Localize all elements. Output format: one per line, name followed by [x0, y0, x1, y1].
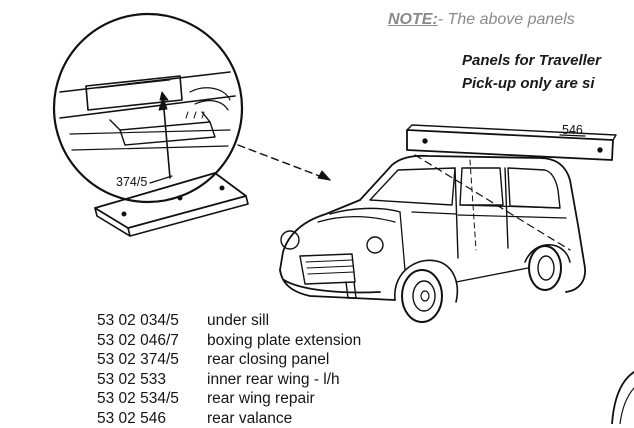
- note-text: NOTE:- The above panels: [388, 11, 575, 29]
- rear-valance-part: [407, 125, 616, 160]
- part-code: 53 02 534/5: [97, 389, 207, 409]
- adjacent-drawing-edge: [612, 372, 634, 424]
- part-description: rear closing panel: [207, 350, 329, 370]
- panels-text-line-2: Pick-up only are si: [462, 75, 595, 92]
- part-code: 53 02 533: [97, 370, 207, 390]
- note-label: NOTE:: [388, 11, 438, 28]
- part-description: inner rear wing - l/h: [207, 370, 340, 390]
- note-body: - The above panels: [438, 11, 575, 28]
- panels-text-line-1: Panels for Traveller: [462, 52, 601, 69]
- part-description: rear wing repair: [207, 389, 315, 409]
- car-illustration: [280, 155, 585, 322]
- inset-leader-line: [238, 145, 330, 180]
- part-code: 53 02 374/5: [97, 350, 207, 370]
- part-description: rear valance: [207, 409, 292, 428]
- part-code: 53 02 034/5: [97, 311, 207, 331]
- part-description: boxing plate extension: [207, 331, 361, 351]
- part-description: under sill: [207, 311, 269, 331]
- part-code: 53 02 046/7: [97, 331, 207, 351]
- callout-546: 546: [562, 123, 583, 137]
- part-code: 53 02 546: [97, 409, 207, 428]
- callout-374-5: 374/5: [116, 175, 147, 189]
